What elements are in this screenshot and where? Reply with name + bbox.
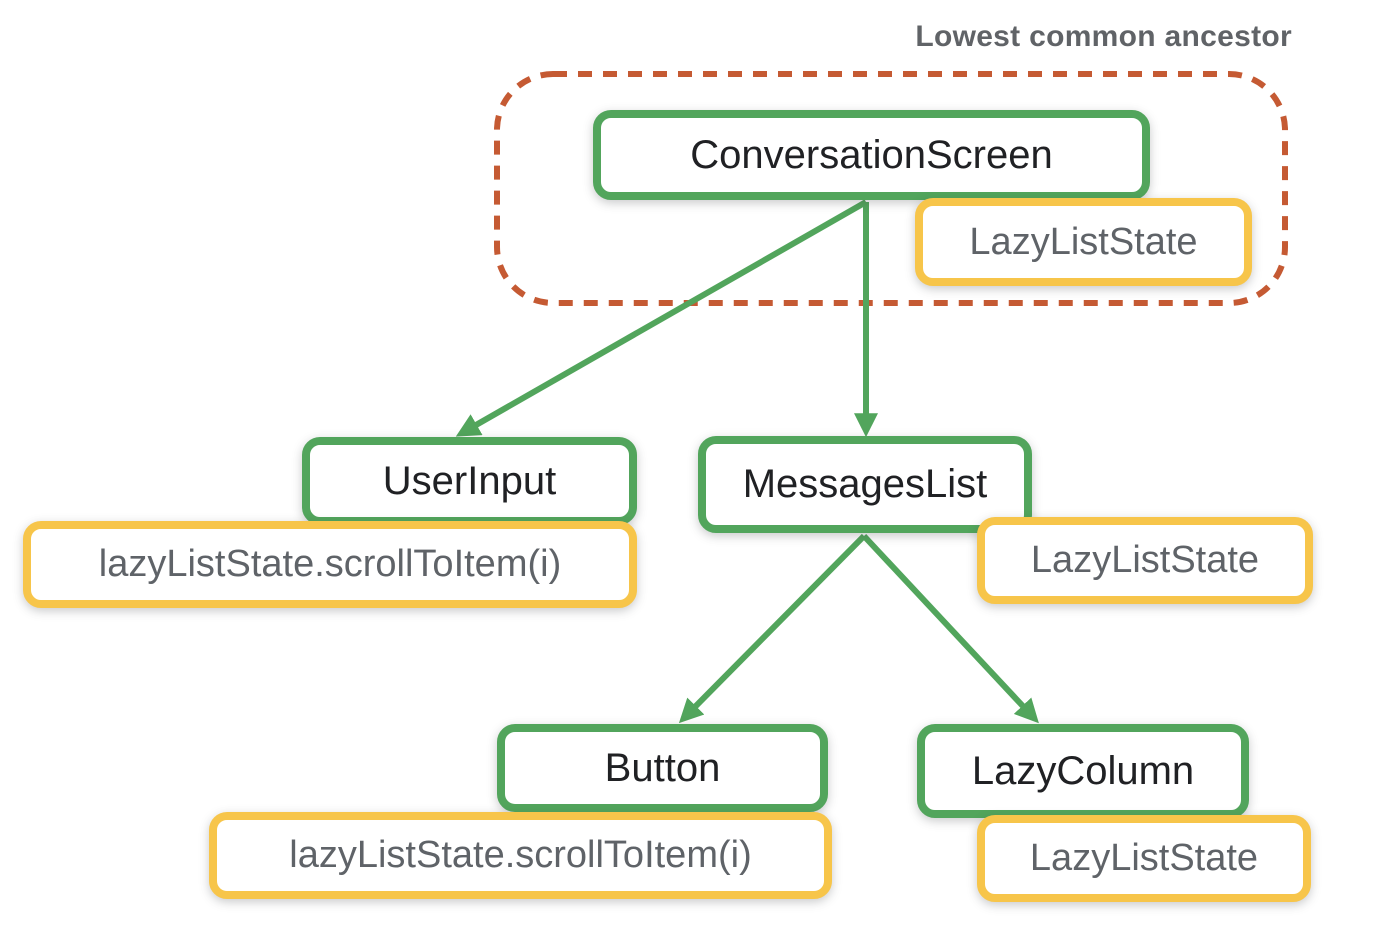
lowest-common-ancestor-label: Lowest common ancestor	[915, 20, 1292, 53]
state-box-lazyliststate-ancestor: LazyListState	[915, 198, 1252, 286]
state-label: lazyListState.scrollToItem(i)	[98, 543, 562, 585]
state-label: lazyListState.scrollToItem(i)	[289, 834, 752, 876]
edge-messageslist-to-lazycolumn	[861, 533, 1039, 724]
node-messageslist: MessagesList	[698, 436, 1032, 533]
node-lazycolumn: LazyColumn	[917, 724, 1249, 818]
node-userinput: UserInput	[302, 437, 637, 525]
node-label: UserInput	[382, 458, 557, 503]
state-label: LazyListState	[1030, 539, 1260, 581]
node-label: ConversationScreen	[690, 132, 1053, 177]
node-label: MessagesList	[742, 462, 988, 506]
state-label: LazyListState	[1029, 837, 1259, 879]
state-label: LazyListState	[969, 220, 1198, 263]
edge-conversationscreen-to-userinput	[455, 199, 868, 437]
lowest-common-ancestor-outline	[494, 71, 1288, 306]
node-label: LazyColumn	[971, 748, 1195, 793]
node-button: Button	[497, 724, 828, 812]
node-conversationscreen: ConversationScreen	[593, 110, 1150, 200]
state-box-lazyliststate-messageslist: LazyListState	[977, 517, 1313, 604]
edge-messageslist-to-button	[678, 533, 867, 724]
state-box-button-scrolltoitem: lazyListState.scrollToItem(i)	[209, 812, 832, 899]
node-label: Button	[604, 745, 721, 790]
state-box-lazyliststate-lazycolumn: LazyListState	[977, 815, 1311, 902]
state-box-userinput-scrolltoitem: lazyListState.scrollToItem(i)	[23, 521, 637, 608]
